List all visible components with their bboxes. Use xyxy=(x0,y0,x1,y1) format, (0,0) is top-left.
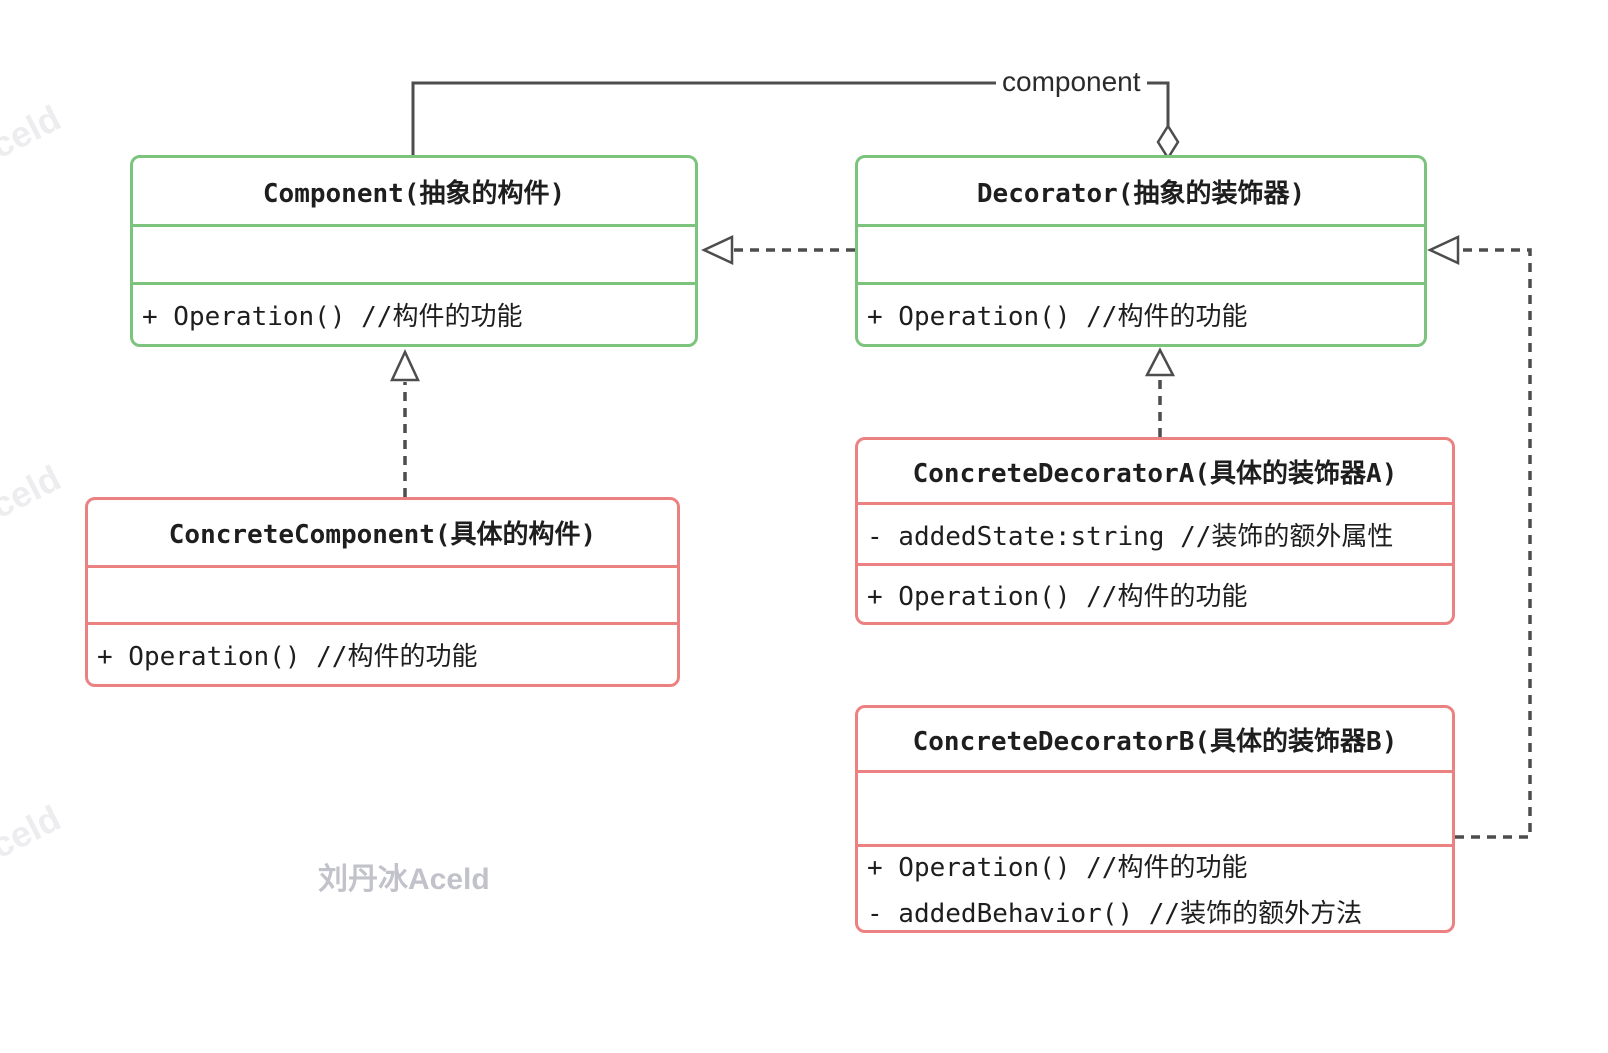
aggregation-diamond-icon xyxy=(1156,123,1180,161)
class-title: ConcreteDecoratorA(具体的装饰器A) xyxy=(912,458,1398,489)
aggregation-line xyxy=(411,81,1170,156)
hollow-triangle-arrowhead-icon xyxy=(1144,347,1176,377)
hollow-triangle-arrowhead-icon xyxy=(390,349,420,382)
hollow-triangle-arrowhead-icon xyxy=(1427,235,1460,265)
class-box-component: Component(抽象的构件) + Operation() //构件的功能 xyxy=(130,155,698,347)
class-attributes: - addedState:string //装饰的额外属性 xyxy=(858,502,1452,563)
association-label-component: component xyxy=(996,68,1147,96)
class-box-concrete-decorator-b: ConcreteDecoratorB(具体的装饰器B) + Operation(… xyxy=(855,705,1455,933)
method-line: + Operation() //构件的功能 xyxy=(97,642,478,672)
class-box-concrete-decorator-a: ConcreteDecoratorA(具体的装饰器A) - addedState… xyxy=(855,437,1455,625)
class-title: ConcreteComponent(具体的构件) xyxy=(168,520,597,550)
class-methods: + Operation() //构件的功能 xyxy=(88,622,677,684)
class-attributes-empty xyxy=(858,770,1452,844)
class-title: Component(抽象的构件) xyxy=(262,178,566,209)
class-title: Decorator(抽象的装饰器) xyxy=(976,178,1306,209)
concretedecoratorb-to-decorator-dashed-line xyxy=(1455,248,1532,839)
class-methods: + Operation() //构件的功能 xyxy=(133,282,695,344)
class-attributes-empty xyxy=(88,565,677,622)
class-attributes-empty xyxy=(858,224,1424,282)
method-line: + Operation() //构件的功能 xyxy=(867,581,1248,612)
class-attributes-empty xyxy=(133,224,695,282)
class-box-concrete-component: ConcreteComponent(具体的构件) + Operation() /… xyxy=(85,497,680,687)
author-watermark: 刘丹冰Aceld xyxy=(318,863,490,896)
class-methods: + Operation() //构件的功能 - addedBehavior() … xyxy=(858,844,1452,930)
class-methods: + Operation() //构件的功能 xyxy=(858,282,1424,344)
method-line: + Operation() //构件的功能 xyxy=(867,853,1248,883)
class-title: ConcreteDecoratorB(具体的装饰器B) xyxy=(912,726,1398,757)
method-line: - addedBehavior() //装饰的额外方法 xyxy=(867,899,1363,929)
class-methods: + Operation() //构件的功能 xyxy=(858,563,1452,622)
hollow-triangle-arrowhead-icon xyxy=(701,235,734,265)
method-line: + Operation() //构件的功能 xyxy=(867,302,1248,332)
method-line: + Operation() //构件的功能 xyxy=(142,302,523,332)
class-box-decorator: Decorator(抽象的装饰器) + Operation() //构件的功能 xyxy=(855,155,1427,347)
attribute-line: - addedState:string //装饰的额外属性 xyxy=(867,521,1394,552)
